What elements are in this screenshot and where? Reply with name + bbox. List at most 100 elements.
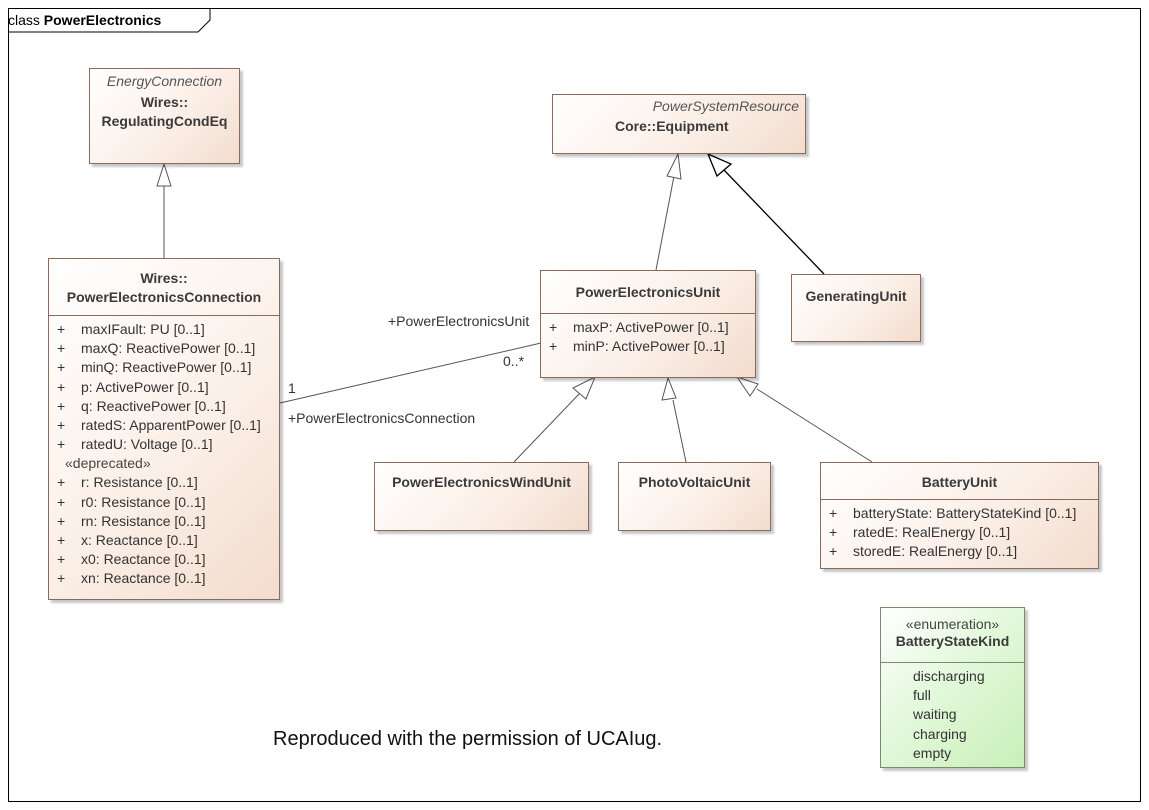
attribute-row[interactable]: + minQ: ReactivePower [0..1]: [49, 358, 279, 377]
visibility-marker: +: [57, 512, 66, 529]
class-name: BatteryUnit: [921, 474, 998, 490]
attribute-text: ratedS: ApparentPower [0..1]: [81, 416, 261, 433]
visibility-marker: +: [57, 531, 66, 548]
attribute-text: storedE: RealEnergy [0..1]: [853, 543, 1018, 560]
attribute-row[interactable]: +maxIFault: PU [0..1]: [49, 320, 279, 339]
attribute-row[interactable]: + storedE: RealEnergy [0..1]: [821, 542, 1098, 561]
generalization-battery-peu: [756, 388, 873, 463]
class-name-line1: Wires::: [140, 94, 189, 110]
attribute-text: maxP: ActivePower [0..1]: [573, 319, 729, 335]
generalization-arrow-wind: [572, 375, 596, 400]
class-name-line1: Wires::: [140, 270, 188, 286]
visibility-marker: +: [57, 397, 66, 414]
visibility-marker: +: [57, 436, 66, 453]
attribute-text: xn: Reactance [0..1]: [81, 570, 206, 587]
attribute-row[interactable]: +x: Reactance [0..1]: [49, 531, 279, 550]
class-name: GeneratingUnit: [805, 288, 907, 304]
class-photovoltaic-unit[interactable]: PhotoVoltaicUnit: [618, 462, 771, 531]
enum-literal[interactable]: waiting: [913, 706, 957, 723]
diagram-frame: [8, 8, 1141, 802]
attribute-text: ratedU: Voltage [0..1]: [81, 436, 213, 453]
class-name-line2: RegulatingCondEq: [101, 113, 228, 129]
enum-literal[interactable]: full: [913, 687, 931, 704]
attribute-row[interactable]: +minP: ActivePower [0..1]: [541, 337, 755, 356]
visibility-marker: +: [57, 378, 66, 395]
visibility-marker: +: [57, 416, 66, 433]
class-name: PhotoVoltaicUnit: [638, 474, 751, 490]
attribute-row[interactable]: + r: Resistance [0..1]: [49, 473, 279, 492]
literals-section: discharging full waiting charging empty: [881, 662, 1024, 763]
attributes-section: + maxP: ActivePower [0..1] +minP: ActiveP…: [541, 313, 755, 356]
generalization-generating-equipment: [723, 169, 825, 275]
enum-battery-state-kind[interactable]: «enumeration» BatteryStateKind dischargi…: [880, 607, 1025, 768]
frame-name: PowerElectronics: [43, 12, 162, 28]
enum-name: BatteryStateKind: [895, 633, 1010, 649]
stereotype-label: «enumeration»: [905, 616, 1000, 632]
visibility-marker: +: [549, 319, 558, 335]
attribute-text: x0: Reactance [0..1]: [81, 551, 206, 568]
generalization-arrow-peu-equipment: [666, 152, 682, 180]
attribute-row[interactable]: + q: ReactivePower [0..1]: [49, 397, 279, 416]
visibility-marker: +: [57, 493, 66, 510]
role-label-power-electronics-unit: +PowerElectronicsUnit: [388, 313, 530, 329]
frame-title: class PowerElectronics: [8, 12, 161, 28]
frame-tab-outline: [8, 8, 211, 33]
attribute-text: p: ActivePower [0..1]: [81, 378, 209, 395]
enum-literal[interactable]: discharging: [913, 668, 985, 684]
class-power-electronics-wind-unit[interactable]: PowerElectronicsWindUnit: [374, 462, 589, 531]
visibility-marker: +: [57, 359, 66, 376]
generalization-arrow-battery: [735, 376, 759, 397]
class-generating-unit[interactable]: GeneratingUnit: [791, 274, 921, 342]
attribute-row[interactable]: + ratedS: ApparentPower [0..1]: [49, 416, 279, 435]
generalization-arrow-regulating: [156, 162, 172, 187]
visibility-marker: +: [57, 340, 66, 357]
visibility-marker: +: [829, 524, 838, 541]
attribute-row[interactable]: +batteryState: BatteryStateKind [0..1]: [821, 504, 1098, 523]
attribute-row[interactable]: + maxP: ActivePower [0..1]: [541, 318, 755, 337]
attribute-text: r: Resistance [0..1]: [81, 474, 198, 491]
visibility-marker: +: [829, 543, 838, 560]
attribute-row[interactable]: + r0: Resistance [0..1]: [49, 493, 279, 512]
generalization-wind-peu: [513, 392, 581, 463]
class-core-equipment[interactable]: PowerSystemResource Core::Equipment: [552, 94, 806, 154]
attribute-row[interactable]: + maxQ: ReactivePower [0..1]: [49, 339, 279, 358]
attribute-row[interactable]: + ratedE: RealEnergy [0..1]: [821, 523, 1098, 542]
enum-literal[interactable]: empty: [913, 744, 952, 761]
enum-literal[interactable]: charging: [913, 725, 967, 742]
generalization-pv-peu: [672, 399, 687, 463]
visibility-marker: +: [57, 551, 66, 568]
visibility-marker: +: [549, 338, 558, 355]
attribute-row[interactable]: + xn: Reactance [0..1]: [49, 569, 279, 588]
generalization-peu-equipment: [655, 175, 675, 271]
class-battery-unit[interactable]: BatteryUnit +batteryState: BatteryStateK…: [820, 462, 1099, 569]
attribute-text: ratedE: RealEnergy [0..1]: [853, 524, 1011, 541]
attributes-section: +maxIFault: PU [0..1] +maxQ: ReactivePow…: [49, 315, 279, 588]
visibility-marker: +: [57, 570, 66, 587]
attribute-text: minQ: ReactivePower [0..1]: [81, 359, 252, 376]
attribute-text: r0: Resistance [0..1]: [81, 493, 206, 510]
attribute-text: maxIFault: PU [0..1]: [81, 321, 205, 337]
class-regulating-cond-eq[interactable]: EnergyConnection Wires:: RegulatingCondE…: [89, 68, 240, 164]
association-pec-peu: [279, 342, 542, 404]
attribute-row[interactable]: + p: ActivePower [0..1]: [49, 378, 279, 397]
attribute-text: rn: Resistance [0..1]: [81, 512, 206, 529]
deprecated-label: «deprecated»: [65, 455, 151, 472]
multiplicity-connection: 1: [288, 380, 296, 396]
role-label-power-electronics-connection: +PowerElectronicsConnection: [288, 410, 476, 426]
attribute-row[interactable]: + x0: Reactance [0..1]: [49, 550, 279, 569]
multiplicity-unit: 0..*: [503, 353, 525, 369]
visibility-marker: +: [57, 474, 66, 491]
stereotype-label: PowerSystemResource: [652, 98, 799, 114]
attribute-row[interactable]: + ratedU: Voltage [0..1]: [49, 435, 279, 454]
permission-caption: Reproduced with the permission of UCAIug…: [273, 728, 663, 750]
class-power-electronics-unit[interactable]: PowerElectronicsUnit + maxP: ActivePower …: [540, 270, 756, 378]
attribute-row[interactable]: + rn: Resistance [0..1]: [49, 512, 279, 531]
stereotype-label: EnergyConnection: [106, 73, 223, 89]
attribute-text: q: ReactivePower [0..1]: [81, 397, 226, 414]
class-name: PowerElectronicsWindUnit: [392, 474, 571, 490]
class-name: PowerElectronicsUnit: [575, 284, 721, 300]
class-power-electronics-connection[interactable]: Wires:: PowerElectronicsConnection +maxI…: [48, 258, 280, 600]
class-name: Core::Equipment: [615, 118, 729, 134]
attributes-section: +batteryState: BatteryStateKind [0..1] +…: [821, 499, 1098, 562]
attribute-text: maxQ: ReactivePower [0..1]: [81, 340, 256, 357]
